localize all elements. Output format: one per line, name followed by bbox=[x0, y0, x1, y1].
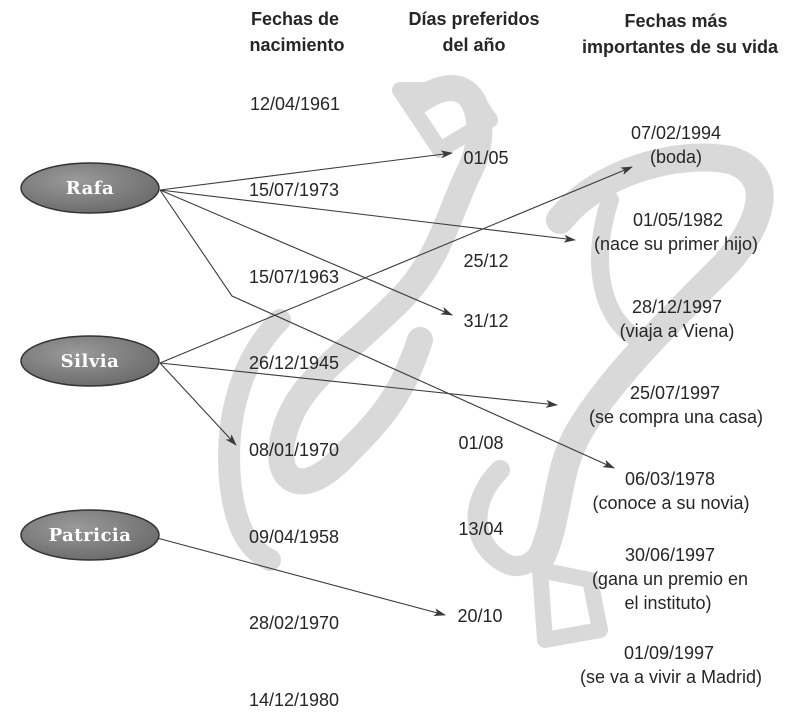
event-date: 25/07/1997 bbox=[630, 383, 720, 403]
birth-date: 08/01/1970 bbox=[249, 440, 339, 460]
event-date: 07/02/1994 bbox=[631, 123, 721, 143]
person-name: Silvia bbox=[61, 351, 120, 372]
header-birth-line2: nacimiento bbox=[249, 35, 344, 55]
person-patricia: Patricia bbox=[20, 509, 160, 561]
person-ellipse bbox=[20, 335, 160, 387]
preferred-day: 25/12 bbox=[463, 251, 508, 271]
arrow-silvia-07021994 bbox=[159, 166, 633, 364]
arrow-patricia-2010 bbox=[156, 537, 446, 617]
birth-date: 09/04/1958 bbox=[249, 527, 339, 547]
header-events-line2: importantes de su vida bbox=[582, 37, 779, 57]
arrow-rafa-01051982 bbox=[159, 189, 576, 243]
birth-dates: 12/04/1961 15/07/1973 15/07/1963 26/12/1… bbox=[249, 94, 340, 710]
preferred-day: 01/05 bbox=[463, 148, 508, 168]
event-note: (se va a vivir a Madrid) bbox=[580, 667, 762, 687]
person-ellipse bbox=[20, 162, 160, 214]
event-date: 01/05/1982 bbox=[633, 210, 723, 230]
headers: Fechas de nacimiento Días preferidos del… bbox=[249, 9, 779, 57]
event-note: (boda) bbox=[650, 147, 702, 167]
event-note: (conoce a su novia) bbox=[592, 493, 749, 513]
person-ellipse bbox=[20, 509, 160, 561]
event-note: (se compra una casa) bbox=[589, 407, 763, 427]
event-note-line2: el instituto) bbox=[624, 593, 711, 613]
arrow-silvia-08011970 bbox=[159, 362, 237, 446]
birth-date: 28/02/1970 bbox=[249, 613, 339, 633]
header-events-line1: Fechas más bbox=[624, 11, 727, 31]
event-date: 06/03/1978 bbox=[625, 469, 715, 489]
birth-date: 15/07/1963 bbox=[249, 267, 339, 287]
connection-arrows bbox=[156, 150, 633, 617]
person-rafa: Rafa bbox=[20, 162, 160, 214]
event-date: 01/09/1997 bbox=[624, 643, 714, 663]
preferred-day: 20/10 bbox=[457, 606, 502, 626]
header-days-line1: Días preferidos bbox=[408, 9, 539, 29]
event-date: 28/12/1997 bbox=[632, 297, 722, 317]
header-birth-line1: Fechas de bbox=[251, 9, 339, 29]
event-note: (viaja a Viena) bbox=[620, 321, 735, 341]
arrow-rafa-0105 bbox=[159, 150, 453, 191]
birth-date: 15/07/1973 bbox=[249, 180, 339, 200]
header-days-line2: del año bbox=[442, 35, 505, 55]
birth-date: 14/12/1980 bbox=[249, 690, 339, 710]
arrow-rafa-3112 bbox=[159, 189, 453, 316]
person-name: Rafa bbox=[66, 178, 114, 199]
arrow-rafa-06031978 bbox=[159, 189, 615, 469]
life-events: 07/02/1994 (boda) 01/05/1982 (nace su pr… bbox=[580, 123, 763, 687]
event-note: (gana un premio en bbox=[592, 569, 748, 589]
preferred-day: 01/08 bbox=[458, 433, 503, 453]
event-date: 30/06/1997 bbox=[625, 545, 715, 565]
preferred-days: 01/05 25/12 31/12 01/08 13/04 20/10 bbox=[457, 148, 508, 626]
watermark-question-marks bbox=[218, 75, 774, 648]
person-silvia: Silvia bbox=[20, 335, 160, 387]
person-name: Patricia bbox=[49, 525, 132, 546]
preferred-day: 13/04 bbox=[458, 519, 503, 539]
arrow-silvia-25071997 bbox=[159, 362, 558, 408]
event-note: (nace su primer hijo) bbox=[594, 234, 758, 254]
preferred-day: 31/12 bbox=[463, 311, 508, 331]
birth-date: 26/12/1945 bbox=[249, 353, 339, 373]
birth-date: 12/04/1961 bbox=[250, 94, 340, 114]
